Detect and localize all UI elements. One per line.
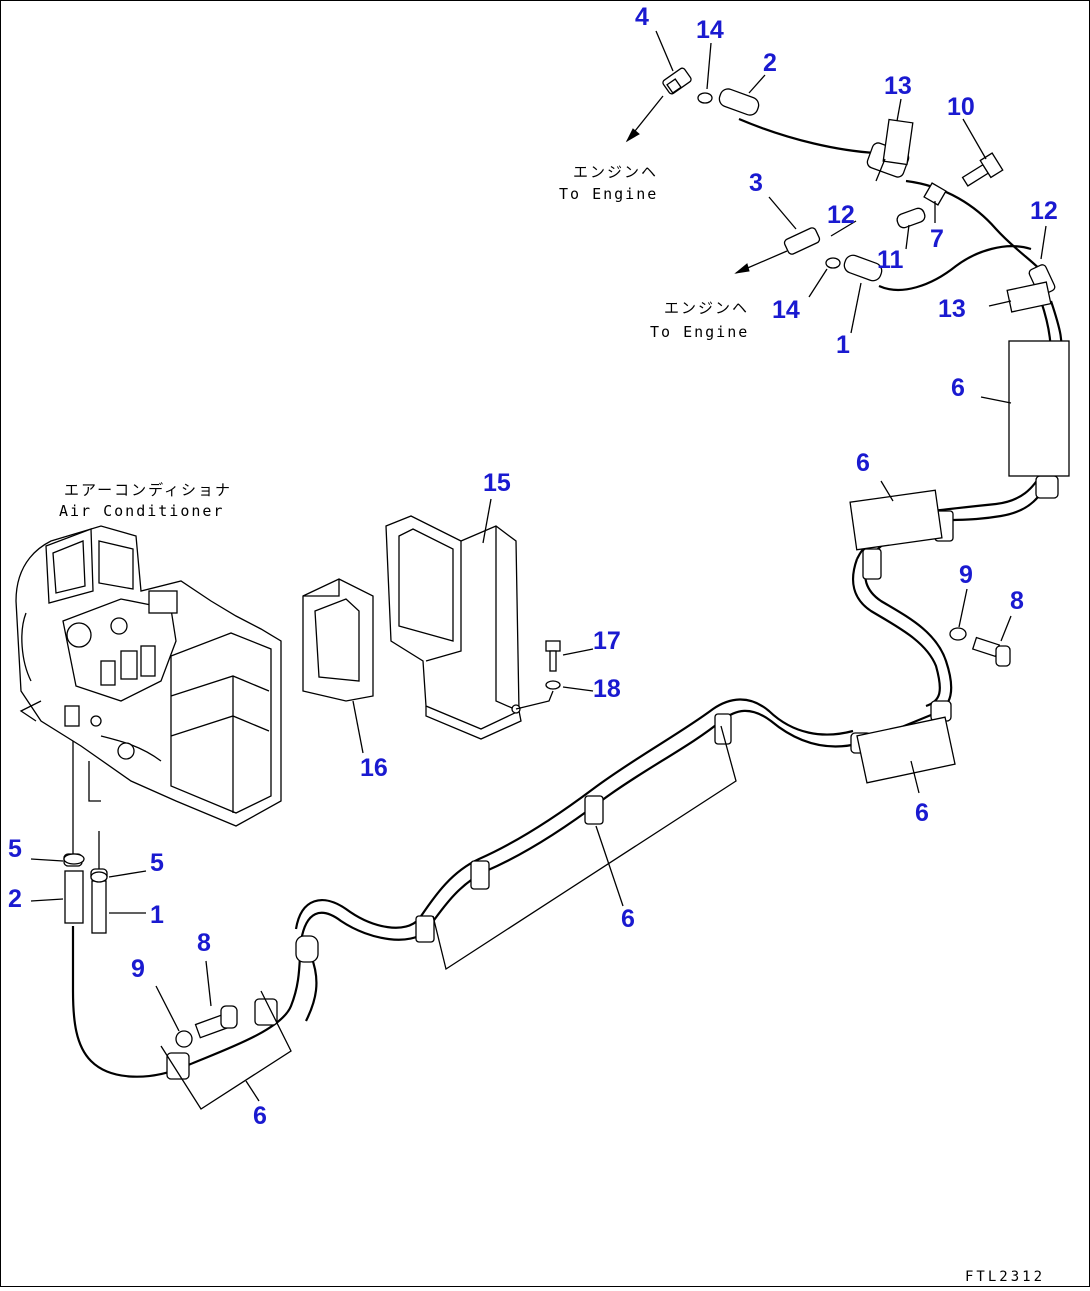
callout-6: 6	[253, 1102, 267, 1130]
callout-6: 6	[621, 905, 635, 933]
to-engine-jp-upper: エンジンヘ	[573, 163, 658, 181]
callout-1: 1	[836, 331, 850, 359]
callout-5: 5	[8, 835, 22, 863]
callout-12: 12	[1030, 197, 1058, 225]
air-conditioner-unit	[15, 525, 282, 827]
to-engine-en-lower: To Engine	[650, 323, 749, 341]
engine-connectors	[625, 67, 1052, 313]
callout-15: 15	[483, 469, 511, 497]
bolt-washer-left	[175, 1005, 238, 1048]
callout-6: 6	[856, 449, 870, 477]
leader-lines	[30, 30, 1047, 1102]
callout-9: 9	[959, 561, 973, 589]
duct-16	[302, 578, 374, 702]
callout-13: 13	[938, 295, 966, 323]
callout-1: 1	[150, 901, 164, 929]
callout-14: 14	[696, 16, 724, 44]
callout-2: 2	[8, 885, 22, 913]
callout-8: 8	[1010, 587, 1024, 615]
callout-8: 8	[197, 929, 211, 957]
callout-12: 12	[827, 201, 855, 229]
bolt-washer-right	[949, 627, 1011, 667]
notes: エンジンヘ To Engine エンジンヘ To Engine エアーコンディシ…	[59, 163, 1045, 1285]
air-conditioner-jp: エアーコンディショナ	[64, 481, 232, 499]
callout-2: 2	[763, 49, 777, 77]
callout-14: 14	[772, 296, 800, 324]
duct-15	[385, 515, 522, 740]
callout-7: 7	[930, 225, 944, 253]
callout-13: 13	[884, 72, 912, 100]
lower-fittings	[63, 853, 108, 934]
callout-18: 18	[593, 675, 621, 703]
to-engine-jp-lower: エンジンヘ	[664, 299, 749, 317]
to-engine-en-upper: To Engine	[559, 185, 658, 203]
callout-9: 9	[131, 955, 145, 983]
bolt-17-washer-18	[515, 640, 561, 710]
callout-6: 6	[915, 799, 929, 827]
callout-10: 10	[947, 93, 975, 121]
callout-11: 11	[877, 246, 904, 274]
callout-5: 5	[150, 849, 164, 877]
callout-3: 3	[749, 169, 763, 197]
tag-labels	[160, 340, 1070, 1110]
callout-16: 16	[360, 754, 388, 782]
callout-4: 4	[635, 3, 649, 31]
heater-hose-route	[71, 117, 1063, 1078]
callout-numbers: 4 14 2 13 10 3 12 11 7 12 13 14 1 6 6 15…	[8, 3, 1058, 1130]
figure-code: FTL2312	[965, 1269, 1045, 1285]
callout-6: 6	[951, 374, 965, 402]
callout-17: 17	[593, 627, 621, 655]
air-conditioner-en: Air Conditioner	[59, 502, 224, 520]
